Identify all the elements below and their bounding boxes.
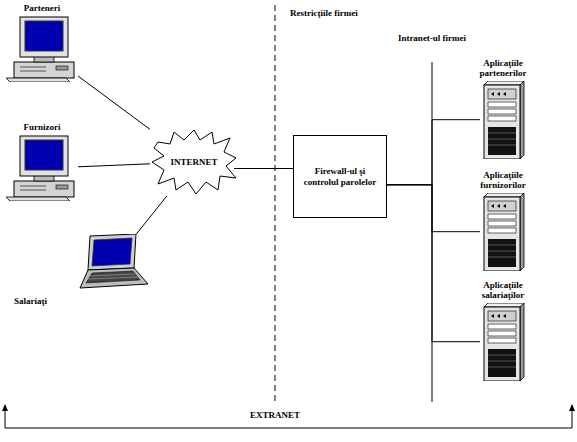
connector-line [387,185,480,232]
region-label: Restricţiile firmei [290,8,410,18]
computer-icon [6,135,78,201]
connector-line [136,196,166,234]
internet-cloud: INTERNET [150,128,238,196]
laptop-icon [78,234,150,290]
partner-server: Aplicaţiile partenerilor [463,58,543,159]
connector-line [78,76,150,129]
node-label: INTERNET [170,157,217,167]
employee-server: Aplicaţiile salariaţilor [463,280,543,381]
extranet-bracket [5,410,572,428]
node-label: Parteneri [24,3,60,13]
node-label: Aplicaţiile salariaţilor [463,280,543,301]
node-label: Firewall-ul şi controlul parolelor [298,166,382,187]
node-label: Furnizori [24,122,61,132]
firewall-box: Firewall-ul şi controlul parolelor [293,135,387,218]
extranet-arrowhead [569,404,575,411]
computer-icon [6,16,78,82]
boundary-dashed-line [275,5,276,402]
supplier-server: Aplicaţiile furnizorilor [463,170,543,271]
extranet-label: EXTRANET [240,410,310,420]
connector-line [78,164,150,167]
server-icon [480,81,526,159]
extranet-arrowhead [2,404,8,411]
node-label: Aplicaţiile partenerilor [463,58,543,79]
partner-computer: Parteneri [4,3,80,82]
connector-line [387,120,480,185]
supplier-computer: Furnizori [4,122,80,201]
connector-line [234,168,293,169]
node-label: Aplicaţiile furnizorilor [463,170,543,191]
server-icon [480,193,526,271]
intranet-label: Intranet-ul firmei [392,33,472,43]
connector-line [387,185,480,342]
node-label: Salariaţi [14,296,47,306]
employee-laptop: Salariaţi [12,234,162,306]
server-icon [480,303,526,381]
